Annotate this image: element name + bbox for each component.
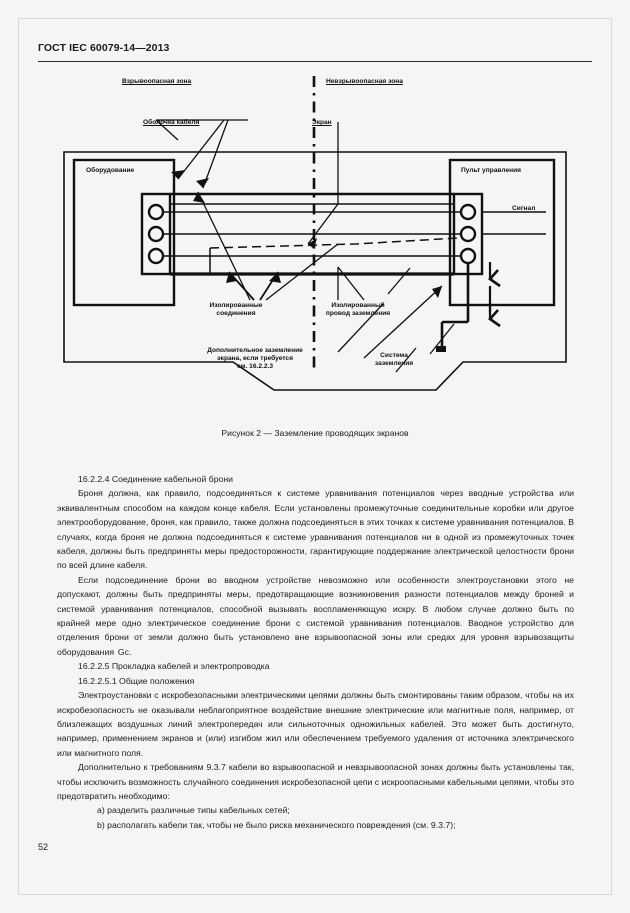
paragraph-3: Электроустановки с искробезопасными элек… [57, 690, 574, 758]
equipment-terminal-2 [147, 225, 165, 243]
label-equipment: Оборудование [86, 167, 135, 174]
label-additional-earthing-line2: экрана, если требуется [217, 355, 293, 363]
label-insulated-earth-wire-line2: провод заземления [325, 310, 391, 318]
document-header: ГОСТ IEC 60079-14—2013 [38, 42, 170, 54]
earth-chevron-2 [488, 309, 501, 328]
label-signal: Сигнал [512, 205, 536, 212]
label-insulated-connections: Изолированные соединения [186, 302, 286, 318]
paragraph-1: Броня должна, как правило, подсоединятьс… [57, 488, 574, 571]
leader-insul-b-arrow [226, 272, 237, 283]
control-panel-box [448, 158, 556, 307]
leader-sheath-a-arrow [171, 170, 185, 179]
header-divider [38, 61, 592, 62]
boundary-outline [63, 151, 567, 391]
list-item-a: a) разделить различные типы кабельных се… [97, 805, 290, 816]
label-cable-sheath: Оболочка кабеля [143, 119, 200, 126]
list-item-b: b) располагать кабели так, чтобы не было… [97, 819, 456, 830]
label-earthing-system: Система заземления [358, 352, 430, 368]
label-additional-earthing-line3: см. 16.2.2.3 [236, 363, 274, 371]
leader-sheath-b-arrow [196, 178, 209, 188]
label-insulated-connections-line1: Изолированные [209, 302, 263, 309]
leader-screen-arrow [308, 238, 317, 249]
equipment-box [72, 158, 176, 307]
label-hazardous-zone: Взрывоопасная зона [122, 78, 192, 85]
label-screen: Экран [312, 119, 332, 126]
leader-sheath-b [202, 119, 229, 189]
leader-insul-b [228, 271, 255, 301]
figure-2-drawing [63, 76, 567, 391]
paragraph-4: Дополнительно к требованиям 9.3.7 кабели… [57, 762, 574, 801]
earth-terminal-block [436, 346, 446, 352]
leader-insul-a-arrow [193, 192, 205, 203]
label-control-panel: Пульт управления [461, 167, 522, 174]
leader-earthsystem-a [429, 323, 455, 355]
leader-insul-a [197, 191, 251, 301]
label-non-hazardous-zone: Невзрывоопасная зона [326, 78, 403, 85]
page-number: 52 [38, 842, 49, 852]
panel-terminal-1 [459, 203, 477, 221]
screen-dashed-line [209, 237, 459, 249]
label-insulated-connections-line2: соединения [216, 310, 256, 318]
panel-terminal-2 [459, 225, 477, 243]
leader-insul-c-arrow [269, 272, 281, 283]
leader-insul-d [265, 243, 339, 301]
label-insulated-earth-wire: Изолированный провод заземления [300, 302, 416, 318]
heading-16-2-2-4: 16.2.2.4 Соединение кабельной брони [78, 474, 234, 484]
paragraph-2: Если подсоединение брони во вводном устр… [57, 574, 574, 657]
figure-2: Взрывоопасная зона Невзрывоопасная зона … [38, 72, 592, 447]
label-additional-earthing: Дополнительное заземление экрана, если т… [170, 347, 340, 372]
label-earthing-system-line1: Система [380, 352, 408, 359]
panel-terminal-3 [459, 247, 477, 265]
label-insulated-earth-wire-line1: Изолированный [331, 302, 385, 309]
leader-addearth-arrow [432, 286, 442, 298]
leader-earthwire-a [337, 266, 365, 301]
leader-addearth-b [363, 285, 443, 359]
leader-sheath-left [155, 119, 179, 141]
leader-screen-b [307, 203, 339, 245]
leader-earthsystem-b [395, 347, 417, 373]
equipment-terminal-3 [147, 247, 165, 265]
heading-16-2-2-5-1: 16.2.2.5.1 Общие положения [78, 675, 195, 686]
body-text: 16.2.2.4 Соединение кабельной брони Брон… [57, 472, 574, 832]
label-earthing-system-line2: заземления [374, 360, 414, 368]
equipment-terminal-1 [147, 203, 165, 221]
leader-addearth-a [337, 303, 384, 353]
heading-16-2-2-5: 16.2.2.5 Прокладка кабелей и электропров… [78, 661, 270, 672]
figure-caption: Рисунок 2 — Заземление проводящих экрано… [221, 428, 409, 438]
earth-chevron-1 [488, 269, 501, 288]
label-additional-earthing-line1: Дополнительное заземление [207, 347, 303, 354]
leader-earthwire-b [387, 267, 411, 295]
leader-sheath-a [177, 119, 225, 180]
